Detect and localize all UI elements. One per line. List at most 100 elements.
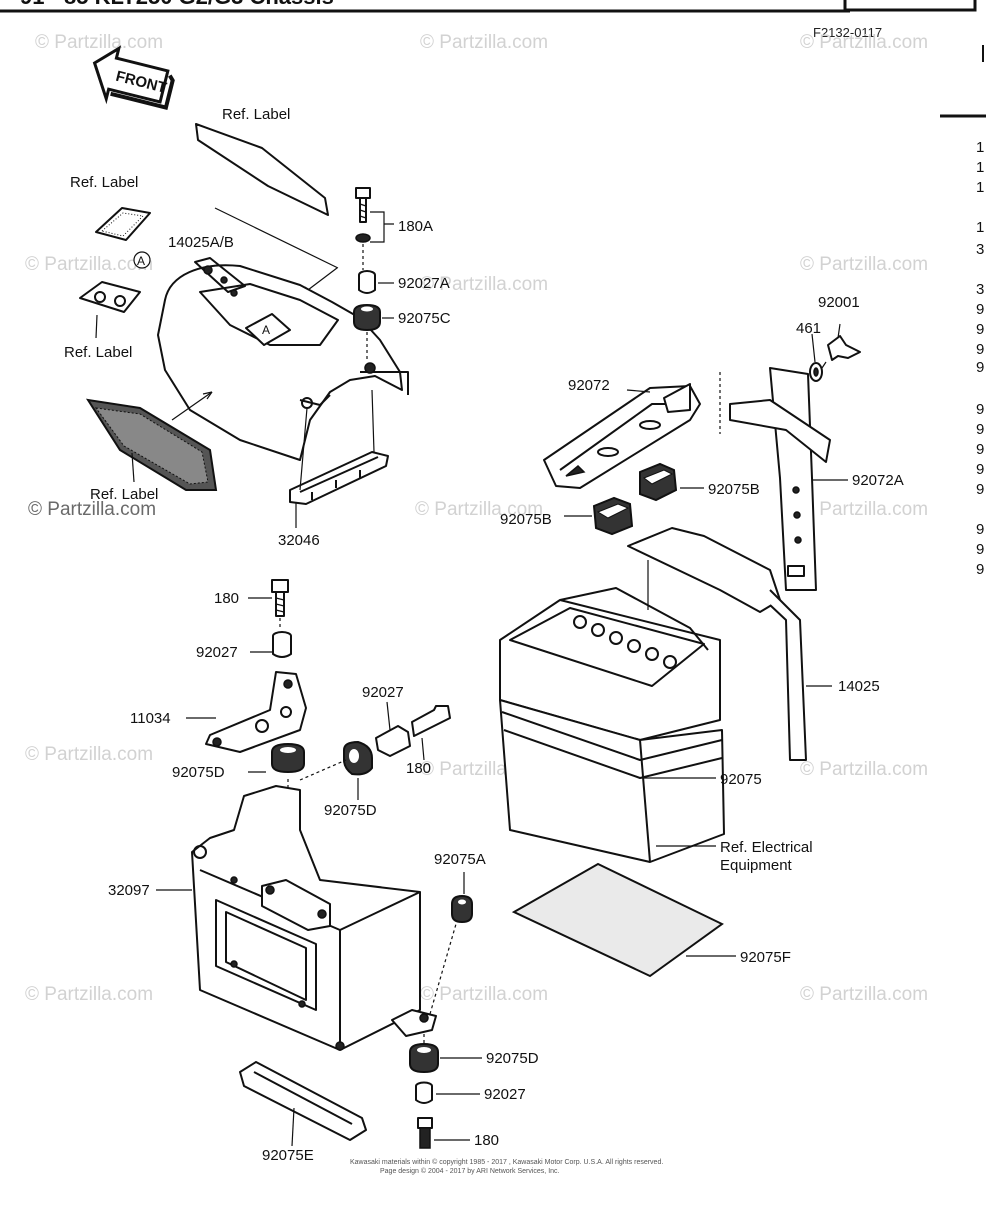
ref-electrical-label-line1: Ref. Electrical [720, 839, 813, 856]
side-column-number: 1 [976, 219, 984, 236]
footer-design: Page design © 2004 - 2017 by ARI Network… [380, 1167, 560, 1175]
watermark-text: © Partzilla.com [800, 254, 928, 275]
part-92075f-label: 92075F [740, 949, 791, 966]
part-32046-label: 32046 [278, 532, 320, 549]
grommet-92075d-lower [409, 1042, 439, 1074]
part-14025ab-label: 14025A/B [168, 234, 234, 251]
watermark-text: © Partzilla.com [25, 744, 153, 765]
ref-label-top: Ref. Label [222, 106, 290, 123]
side-column-number: 9 [976, 301, 984, 318]
watermark-text: © Partzilla.com [25, 984, 153, 1005]
battery-case-assembly [156, 579, 482, 1149]
side-column-number: 9 [976, 461, 984, 478]
side-column-number: 9 [976, 481, 984, 498]
collar-92027-lower [415, 1086, 433, 1104]
cover-top-panel [199, 283, 339, 346]
footer: Kawasaki materials within © copyright 19… [350, 1158, 663, 1175]
case-window [215, 899, 317, 1011]
side-column-number: 9 [976, 401, 984, 418]
side-column-number: 3 [976, 281, 984, 298]
part-180-label-lower: 180 [474, 1132, 499, 1149]
battery-assembly [499, 323, 861, 978]
ref-label-tag [79, 281, 141, 313]
part-92075d-label-lower: 92075D [486, 1050, 539, 1067]
bracket-11034 [205, 671, 307, 753]
side-column-number: 9 [976, 359, 984, 376]
ref-electrical-label-line2: Equipment [720, 857, 793, 874]
collar-92027a [358, 275, 376, 294]
side-column-number: 1 [976, 179, 984, 196]
ref-label-small [95, 207, 151, 241]
battery-cover-14025 [627, 527, 781, 613]
front-arrow-shape [92, 45, 170, 105]
collar-92027 [272, 636, 292, 658]
ref-label-bottom: Ref. Label [90, 486, 158, 503]
battery-strap-92072a [769, 367, 817, 591]
cover-marker-panel [245, 313, 291, 346]
side-column-number: 9 [976, 561, 984, 578]
side-column-number: 1 [976, 139, 984, 156]
side-column-number: 9 [976, 341, 984, 358]
watermark-text: © Partzilla.com [420, 32, 548, 53]
watermark-text: © Partzilla.com [415, 499, 543, 520]
ref-label-large [195, 123, 329, 216]
part-14025-label: 14025 [838, 678, 880, 695]
part-92075-label: 92075 [720, 771, 762, 788]
grommet-92075a [451, 894, 473, 924]
part-92075d-label-left: 92075D [172, 764, 225, 781]
part-92075b-label-lower: 92075B [500, 511, 552, 528]
upper-fasteners [289, 187, 394, 528]
watermark-text: © Partzilla.com [25, 254, 153, 275]
side-column-number: 9 [976, 421, 984, 438]
part-92001-label: 92001 [818, 294, 860, 311]
ref-label-left: Ref. Label [70, 174, 138, 191]
header-title: 91 · 85 KLT250 G2/G3 Chassis [20, 0, 334, 9]
side-column-number: 3 [976, 241, 984, 258]
watermark-text: © Partzilla.com [800, 984, 928, 1005]
bolt-180-lower [419, 1127, 431, 1149]
part-92075a-label: 92075A [434, 851, 486, 868]
watermark-text-dark: © Partzilla.com [28, 499, 156, 520]
part-92075c-label: 92075C [398, 310, 451, 327]
side-column-number: 9 [976, 321, 984, 338]
side-column-number: 9 [976, 441, 984, 458]
header: 91 · 85 KLT250 G2/G3 Chassis F2132-0117 [0, 0, 986, 118]
wing-bolt-92001 [827, 335, 861, 361]
watermark-text: © Partzilla.com [800, 759, 928, 780]
part-180-label-middle: 180 [406, 760, 431, 777]
bolt-180-middle [411, 705, 451, 737]
part-92072a-label: 92072A [852, 472, 904, 489]
part-92072-label: 92072 [568, 377, 610, 394]
footer-copyright: Kawasaki materials within © copyright 19… [350, 1158, 663, 1166]
bracket-32046 [289, 451, 389, 505]
front-arrow: FRONT [92, 45, 175, 110]
ref-label-mid: Ref. Label [64, 344, 132, 361]
header-page-box [843, 0, 977, 12]
watermark-text: © Partzilla.com [420, 274, 548, 295]
cover-marker-a: A [262, 323, 270, 337]
part-92075e-label: 92075E [262, 1147, 314, 1164]
grommet-92075d-left [271, 742, 305, 774]
bolt-180-lower-head [417, 1117, 433, 1129]
part-labels: Ref. Label Ref. Label 14025A/B Ref. Labe… [64, 106, 904, 1164]
marker-a: A [137, 254, 145, 268]
part-92027-label-lower: 92027 [484, 1086, 526, 1103]
collar-92027-middle [375, 725, 411, 757]
watermark-text: © Partzilla.com [35, 32, 163, 53]
part-461-label: 461 [796, 320, 821, 337]
watermark-text: © Partzilla.com [800, 499, 928, 520]
washer [355, 233, 371, 243]
rubber-block-92075b-upper [639, 462, 678, 502]
battery-cells [573, 615, 677, 669]
side-column-number: 1 [976, 159, 984, 176]
part-92075d-label-middle: 92075D [324, 802, 377, 819]
watermark-text: © Partzilla.com [420, 984, 548, 1005]
part-92027a-label: 92027A [398, 275, 450, 292]
bolt-180-head [271, 579, 289, 593]
battery-holder-92072 [543, 385, 701, 489]
battery-mat-92075f [511, 862, 724, 978]
part-180a-label: 180A [398, 218, 433, 235]
